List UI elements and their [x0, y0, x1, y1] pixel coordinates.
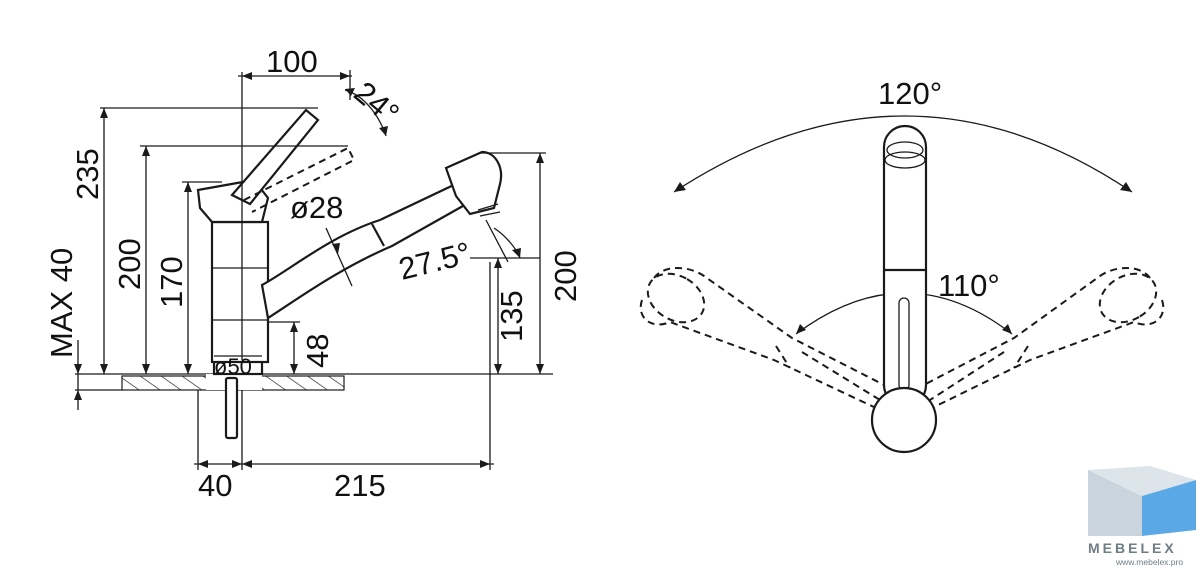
dim-100: 100: [238, 44, 352, 360]
logo-cube-left: [1088, 470, 1142, 536]
dim-200-right-label: 200: [548, 250, 583, 302]
dim-28-label: ø28: [290, 190, 343, 225]
dim-48-label: 48: [300, 334, 335, 368]
lever-raised: [230, 108, 320, 206]
arc-120: 120°: [673, 76, 1133, 193]
top-view: 120° 110°: [639, 76, 1165, 454]
lever-neutral: [243, 146, 356, 213]
logo-cube-top: [1088, 466, 1196, 496]
logo-cube-right: [1142, 480, 1196, 536]
dim-215-label: 215: [334, 468, 386, 503]
logo-brand: MEBELEX: [1088, 540, 1177, 556]
dim-50-label: ø50: [214, 354, 252, 379]
mebelex-watermark: MEBELEX www.mebelex.pro: [1088, 466, 1196, 567]
dim-170-label: 170: [154, 256, 189, 308]
arc-110-label: 110°: [938, 268, 1000, 303]
dim-24-deg: 24°: [344, 75, 406, 137]
lever-dashed-lines: [801, 351, 1005, 401]
dim-max40: MAX 40: [44, 248, 82, 410]
dim-170: 170: [154, 181, 222, 374]
logo-url: www.mebelex.pro: [1115, 557, 1183, 567]
dim-40-label: 40: [198, 468, 232, 503]
dim-235-label: 235: [70, 148, 105, 200]
dim-235: 235: [70, 107, 318, 374]
dim-27-5-label: 27.5°: [395, 235, 474, 287]
spout-swing-right: [917, 267, 1165, 409]
spout-swing-left: [639, 267, 891, 409]
countertop: [75, 373, 553, 391]
dim-bottom: 40 215: [194, 262, 494, 503]
dim-48: 48: [268, 321, 335, 374]
dim-200-right: 200: [480, 152, 583, 374]
dim-50: ø50: [214, 354, 262, 379]
side-view: 100 24° 235 200: [44, 44, 583, 503]
body-top-circle: [870, 386, 938, 454]
arc-120-label: 120°: [878, 76, 942, 111]
mounting-shank: [224, 376, 239, 440]
dim-135: 135: [494, 258, 529, 374]
dim-200-left: 200: [112, 145, 348, 374]
spout-top: [882, 124, 928, 408]
dim-100-label: 100: [266, 44, 318, 79]
dim-28: ø28: [290, 190, 353, 287]
dim-max40-label: MAX 40: [44, 248, 79, 358]
dim-200-left-label: 200: [112, 238, 147, 290]
dim-24-label: 24°: [348, 75, 406, 132]
dim-135-label: 135: [494, 290, 529, 342]
faucet-body: [210, 220, 270, 364]
